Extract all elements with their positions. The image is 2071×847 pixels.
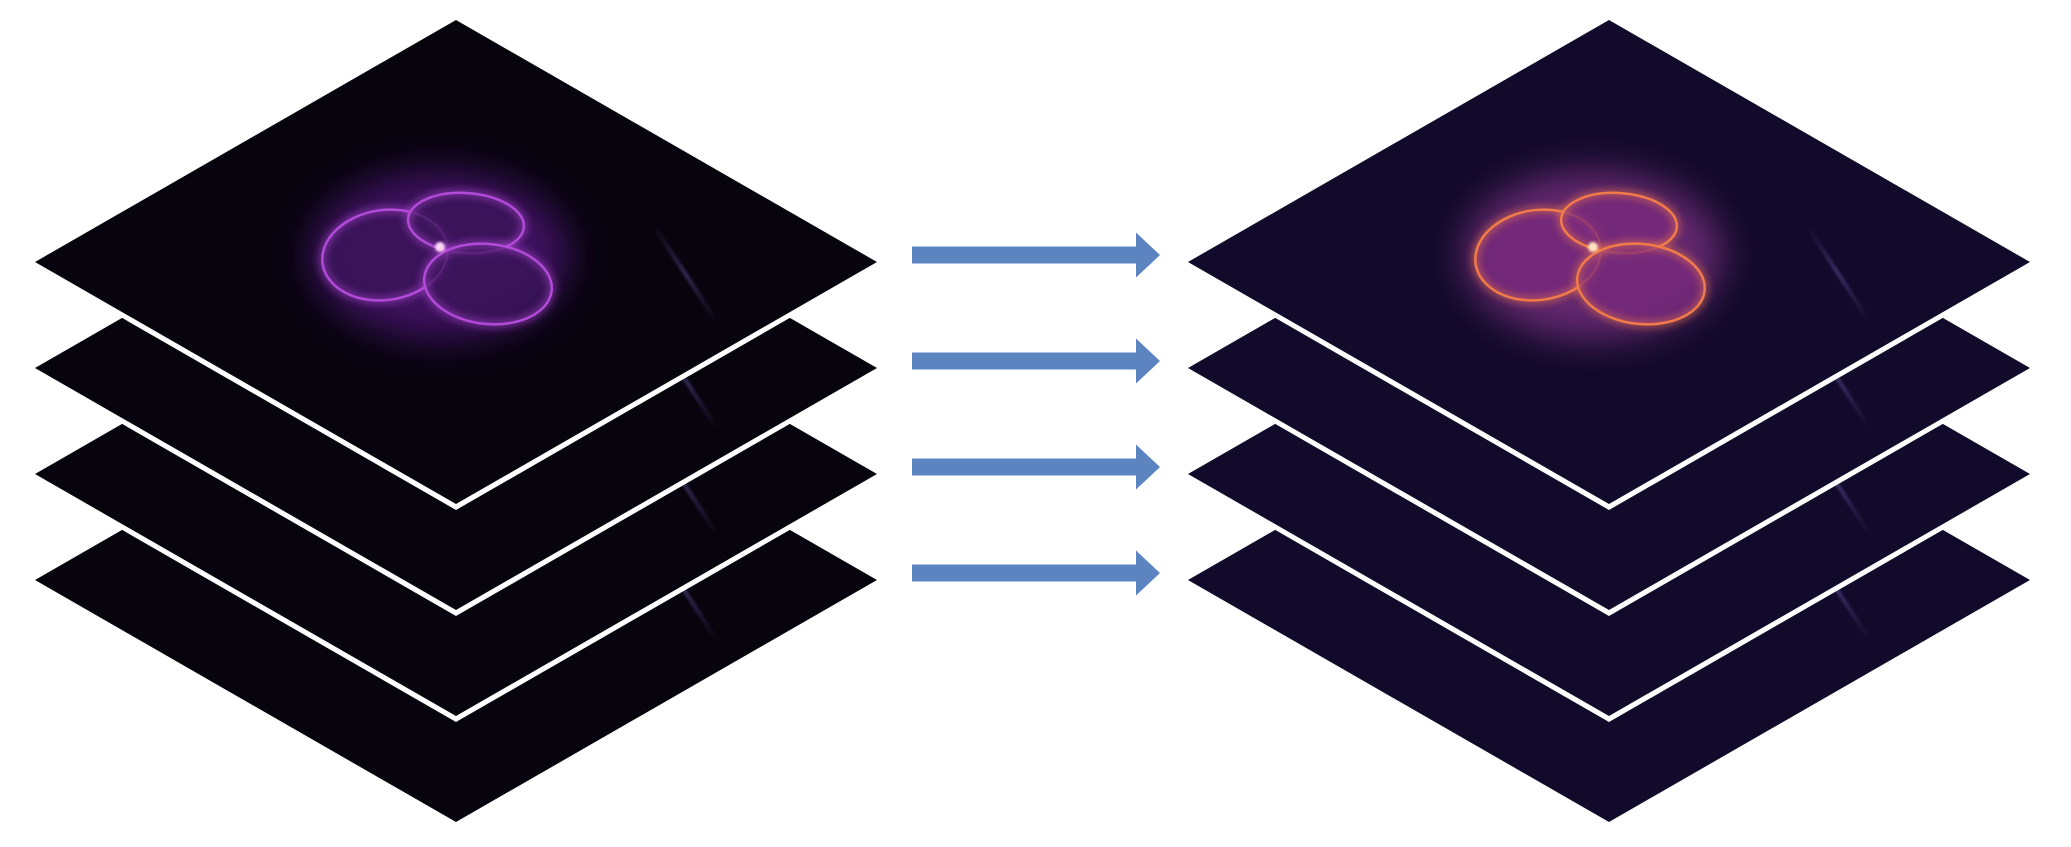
output-cell-3 [1573,240,1709,328]
input-cell-cluster [310,170,570,340]
output-image-stack [1178,14,2040,828]
output-cell-3-body [1577,243,1705,325]
arrow-3-shape [912,444,1160,490]
output-layer-1-streak [1805,224,1872,324]
input-layer-1-streak [652,224,719,324]
arrow-group [912,232,1160,596]
input-image-stack [25,14,887,828]
input-cell-3-membrane [422,242,554,326]
arrow-1 [912,232,1160,278]
arrow-2-shape [912,338,1160,384]
output-cell-3-membrane [1575,242,1707,326]
arrow-3 [912,444,1160,490]
input-cell-3 [420,240,556,328]
arrow-2 [912,338,1160,384]
input-cell-3-body [424,243,552,325]
output-cell-2-body [1561,192,1677,254]
arrow-1-shape [912,232,1160,278]
input-cell-2-body [408,192,524,254]
input-cell-junction [435,242,445,252]
arrow-4-shape [912,550,1160,596]
arrow-4 [912,550,1160,596]
output-cell-cluster [1463,170,1723,340]
output-cell-junction [1588,242,1598,252]
